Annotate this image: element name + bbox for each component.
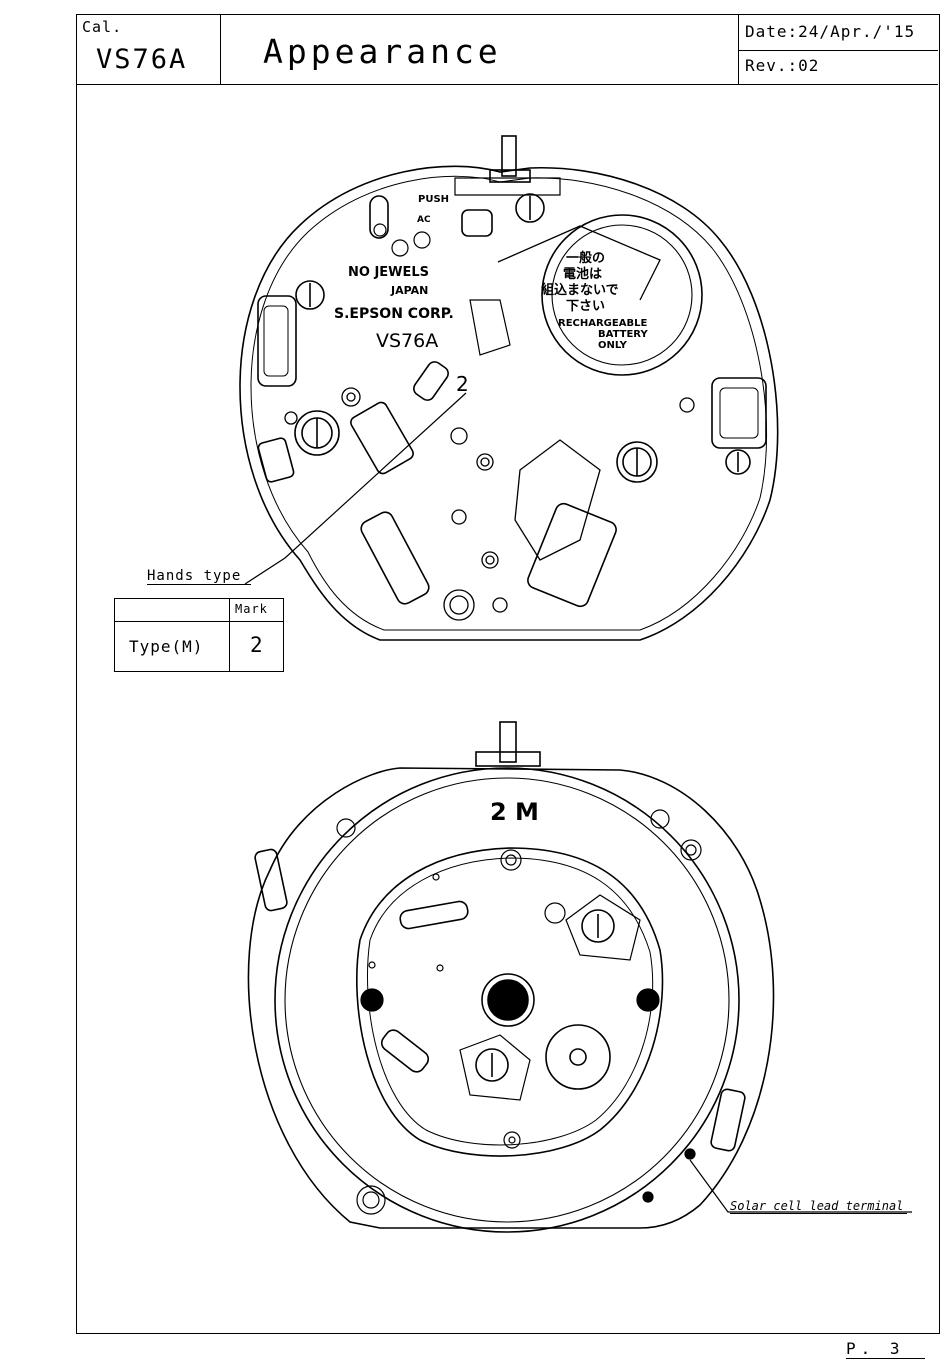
push-part (462, 210, 492, 236)
bridge-slot-1 (349, 400, 416, 475)
dial-side-stamp: 2 M (490, 798, 539, 826)
battery-jp-1: 一般の (566, 250, 605, 266)
battery-en-2: BATTERY (598, 329, 648, 340)
dial-bridge-1 (566, 895, 640, 960)
screw-right-lower (726, 450, 750, 474)
battery-jp-4: 下さい (566, 299, 605, 314)
hands-mark-stamp: 2 (456, 372, 469, 396)
bridge-slot-3 (525, 501, 618, 608)
dial-stem-collar (476, 752, 540, 766)
dial-left-lug (254, 848, 288, 911)
mark-column-header: Mark (235, 602, 268, 616)
screw-top-left (296, 281, 324, 309)
screw-right (617, 442, 657, 482)
battery-en-3: ONLY (598, 340, 628, 351)
battery-jp-2: 電池は (563, 266, 602, 282)
left-small-part (257, 437, 294, 483)
upper-slot-hole (374, 224, 386, 236)
large-wheel (546, 1025, 610, 1089)
movement-back-view (240, 136, 778, 640)
dial-screw-1 (582, 910, 614, 942)
mark-row-label: Type(M) (129, 637, 203, 656)
bridge-slot-2 (358, 509, 431, 606)
ac-hole-1 (392, 240, 408, 256)
ac-hole-2 (414, 232, 430, 248)
small-slot (411, 359, 451, 403)
back-plate-inner-outline (251, 176, 767, 630)
mark-row-value: 2 (250, 633, 263, 657)
center-bridge (515, 440, 600, 560)
mark-table-vline (229, 599, 230, 671)
center-pinion (488, 980, 528, 1020)
left-lug-inner (264, 306, 288, 376)
dial-stem (500, 722, 516, 762)
page-number: P. 3 (846, 1339, 925, 1359)
dial-screw-2 (476, 1049, 508, 1081)
solar-terminal-callout: Solar cell lead terminal (730, 1199, 907, 1214)
battery-jp-3: 組込まないで (541, 282, 619, 298)
dial-slot-lower (379, 1027, 432, 1075)
push-mark: PUSH (418, 194, 449, 205)
pivot-holes (285, 388, 694, 620)
screw-top-mid (516, 194, 544, 222)
japan-mark: JAPAN (390, 284, 428, 297)
hands-type-callout: Hands type (147, 568, 251, 585)
ac-mark: AC (417, 215, 431, 225)
maker-mark: S.EPSON CORP. (334, 306, 454, 322)
coil-bridge (470, 300, 510, 355)
dial-right-lug (710, 1088, 746, 1152)
right-lug-inner (720, 388, 758, 438)
dial-slot-upper (399, 900, 469, 930)
calibre-stamp: VS76A (376, 330, 438, 352)
battery-en-1: RECHARGEABLE (558, 318, 647, 329)
screw-left (295, 411, 339, 455)
mark-table: Mark Type(M) 2 (114, 598, 284, 672)
large-wheel-hub (570, 1049, 586, 1065)
mark-table-hline (115, 621, 283, 622)
no-jewels-mark: NO JEWELS (348, 265, 429, 280)
dial-bridge-2 (460, 1035, 530, 1100)
back-plate-outline (240, 166, 778, 640)
hands-type-leader (245, 393, 466, 584)
